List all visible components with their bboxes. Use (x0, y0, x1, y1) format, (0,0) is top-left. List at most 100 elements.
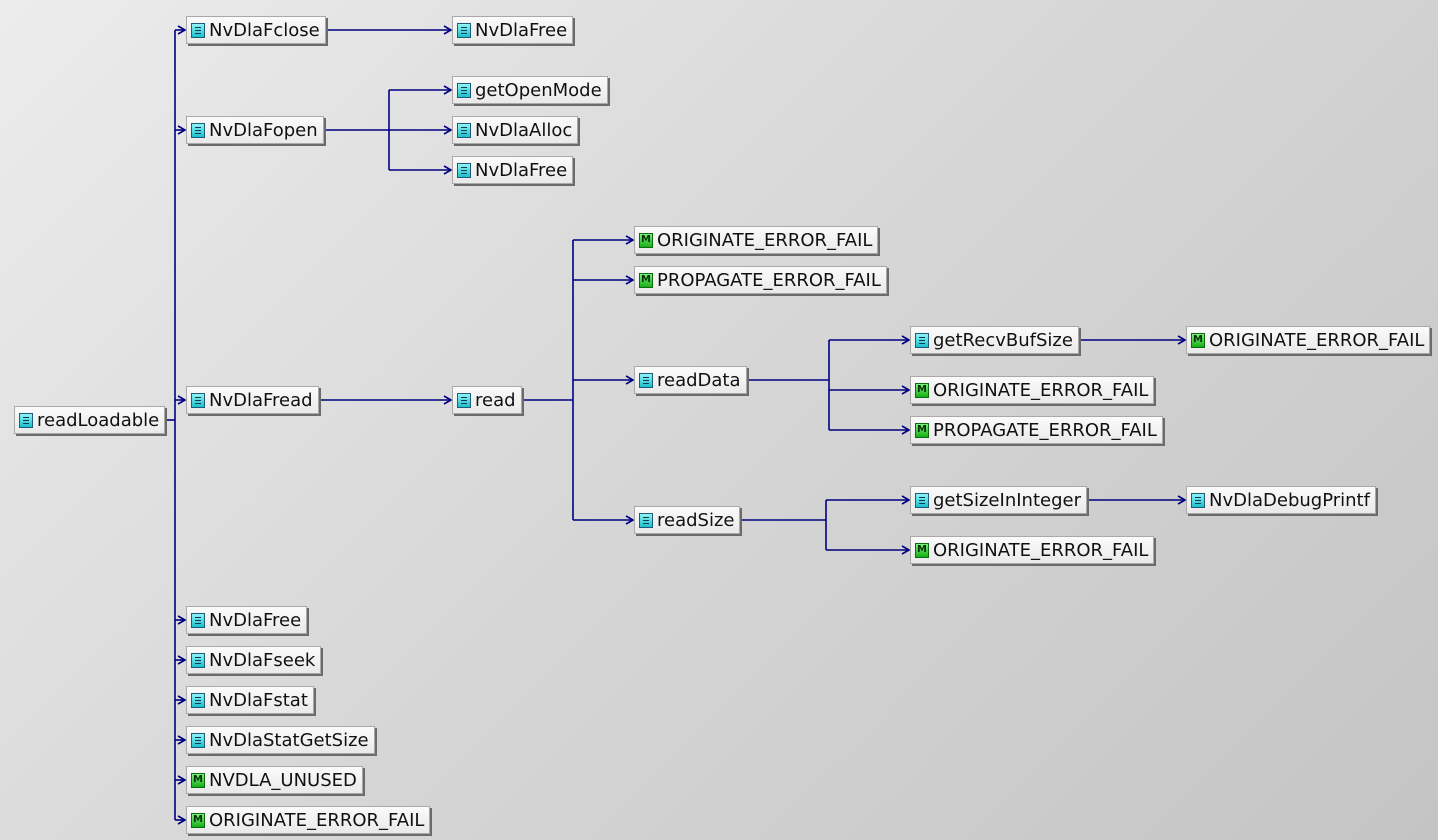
function-icon (457, 162, 471, 178)
arrow-head (901, 385, 911, 395)
node-NvDlaFopen[interactable]: NvDlaFopen (186, 116, 324, 144)
node-NvDlaFseek[interactable]: NvDlaFseek (186, 646, 322, 674)
function-icon (191, 22, 205, 38)
arrow-head (177, 395, 187, 405)
node-label: NvDlaAlloc (475, 119, 573, 141)
function-icon (191, 732, 205, 748)
macro-icon: M (915, 542, 929, 558)
arrow-head (443, 25, 453, 35)
arrow-head (625, 515, 635, 525)
function-icon (457, 392, 471, 408)
node-label: NVDLA_UNUSED (209, 769, 357, 791)
arrow-head (177, 695, 187, 705)
arrow-head (177, 615, 187, 625)
node-NvDlaDebugPrintf[interactable]: NvDlaDebugPrintf (1186, 486, 1376, 514)
macro-icon: M (915, 422, 929, 438)
node-label: getOpenMode (475, 79, 602, 101)
node-NvDlaFstat[interactable]: NvDlaFstat (186, 686, 314, 714)
function-icon (191, 652, 205, 668)
arrow-head (443, 125, 453, 135)
node-label: readSize (657, 509, 735, 531)
node-label: ORIGINATE_ERROR_FAIL (1209, 329, 1425, 351)
arrow-head (625, 235, 635, 245)
arrow-head (901, 495, 911, 505)
arrow-head (443, 395, 453, 405)
macro-icon: M (915, 382, 929, 398)
function-icon (191, 122, 205, 138)
node-NvDlaFree_a[interactable]: NvDlaFree (452, 16, 574, 44)
macro-icon: M (639, 272, 653, 288)
function-icon (915, 492, 929, 508)
node-getOpenMode[interactable]: getOpenMode (452, 76, 608, 104)
node-label: NvDlaDebugPrintf (1209, 489, 1370, 511)
node-label: ORIGINATE_ERROR_FAIL (657, 229, 873, 251)
arrow-head (625, 375, 635, 385)
function-icon (639, 512, 653, 528)
arrow-head (177, 735, 187, 745)
arrow-head (901, 335, 911, 345)
arrow-head (177, 815, 187, 825)
arrow-head (901, 425, 911, 435)
arrow-head (1177, 495, 1187, 505)
node-NvDlaAlloc[interactable]: NvDlaAlloc (452, 116, 579, 144)
arrow-head (625, 275, 635, 285)
node-readData[interactable]: readData (634, 366, 747, 394)
node-label: NvDlaFree (475, 19, 568, 41)
node-NvDlaFree_c[interactable]: NvDlaFree (186, 606, 308, 634)
node-getSizeInInteger[interactable]: getSizeInInteger (910, 486, 1087, 514)
arrow-head (901, 545, 911, 555)
function-icon (1191, 492, 1205, 508)
function-icon (639, 372, 653, 388)
node-label: NvDlaFread (209, 389, 313, 411)
node-label: read (475, 389, 516, 411)
node-label: PROPAGATE_ERROR_FAIL (657, 269, 881, 291)
macro-icon: M (191, 812, 205, 828)
node-label: NvDlaFopen (209, 119, 318, 141)
node-NvDlaStatGetSize[interactable]: NvDlaStatGetSize (186, 726, 375, 754)
node-label: ORIGINATE_ERROR_FAIL (209, 809, 425, 831)
arrow-head (1177, 335, 1187, 345)
node-label: getRecvBufSize (933, 329, 1073, 351)
function-icon (457, 122, 471, 138)
arrow-head (443, 85, 453, 95)
node-readLoadable[interactable]: readLoadable (14, 406, 166, 434)
function-icon (191, 612, 205, 628)
macro-icon: M (1191, 332, 1205, 348)
function-icon (19, 412, 33, 428)
node-label: ORIGINATE_ERROR_FAIL (933, 539, 1149, 561)
node-NvDlaFree_b[interactable]: NvDlaFree (452, 156, 574, 184)
node-label: NvDlaFree (475, 159, 568, 181)
function-icon (457, 22, 471, 38)
arrow-head (177, 125, 187, 135)
node-label: NvDlaFstat (209, 689, 308, 711)
node-getRecvBufSize[interactable]: getRecvBufSize (910, 326, 1079, 354)
node-readSize[interactable]: readSize (634, 506, 741, 534)
node-label: NvDlaStatGetSize (209, 729, 369, 751)
function-icon (457, 82, 471, 98)
node-label: ORIGINATE_ERROR_FAIL (933, 379, 1149, 401)
arrow-head (443, 165, 453, 175)
function-icon (915, 332, 929, 348)
node-label: readData (657, 369, 741, 391)
arrow-head (177, 25, 187, 35)
function-icon (191, 692, 205, 708)
node-label: PROPAGATE_ERROR_FAIL (933, 419, 1157, 441)
node-label: NvDlaFseek (209, 649, 316, 671)
macro-icon: M (639, 232, 653, 248)
node-NvDlaFread[interactable]: NvDlaFread (186, 386, 319, 414)
node-NvDlaFclose[interactable]: NvDlaFclose (186, 16, 326, 44)
node-read[interactable]: read (452, 386, 522, 414)
node-label: readLoadable (37, 409, 160, 431)
function-icon (191, 392, 205, 408)
arrow-head (177, 775, 187, 785)
arrow-head (177, 655, 187, 665)
